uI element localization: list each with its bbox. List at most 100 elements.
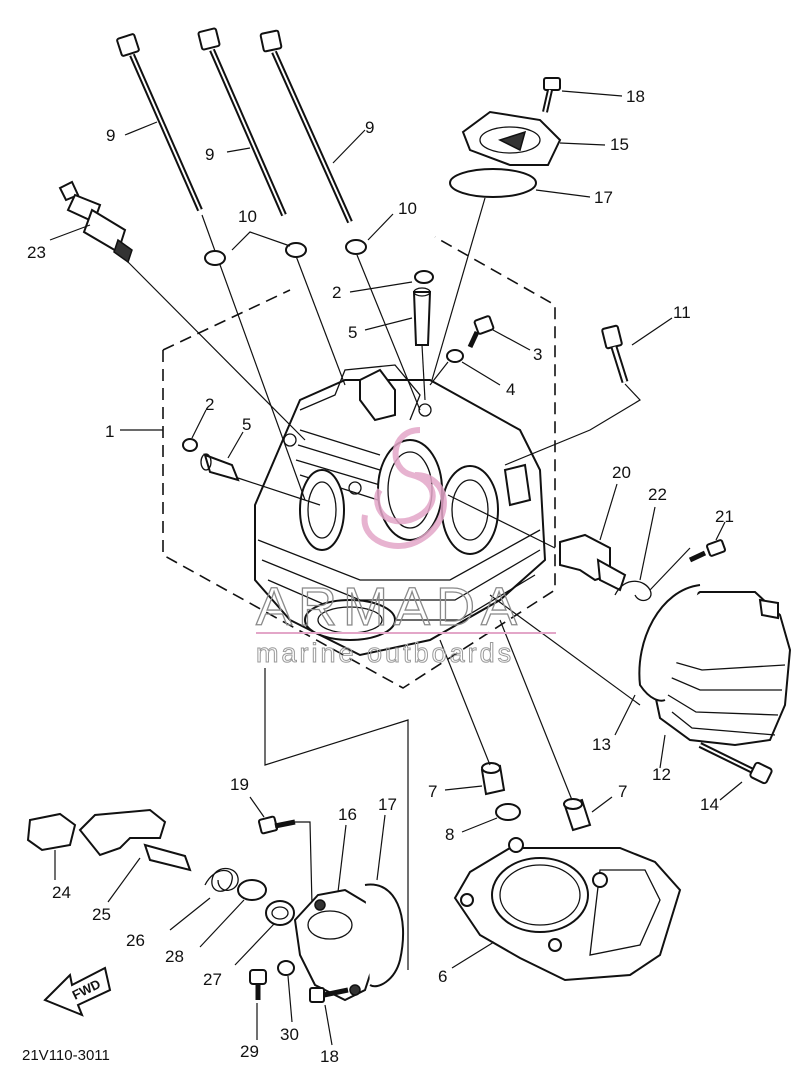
leader-2a [349, 281, 413, 293]
callout-10a: 10 [238, 207, 257, 226]
callout-5b: 5 [242, 415, 251, 434]
callout-18-top: 18 [626, 87, 645, 106]
watermark-logo-icon [361, 427, 447, 549]
callout-17-top: 17 [594, 188, 613, 207]
callout-4: 4 [506, 380, 515, 399]
callout-18-lower: 18 [320, 1047, 339, 1066]
leader-17-top [535, 189, 591, 198]
callout-21: 21 [715, 507, 734, 526]
guide-to-head-a [421, 344, 426, 401]
cover-to-head [431, 197, 486, 381]
callout-30: 30 [280, 1025, 299, 1044]
cylinder-head [254, 364, 547, 657]
washer-28 [237, 879, 267, 901]
leader-17-lower [376, 814, 386, 881]
bolt-11 [504, 317, 673, 466]
tensioner-group-outline [264, 668, 409, 970]
washer-8 [495, 803, 521, 821]
callout-19: 19 [230, 775, 249, 794]
washer-10b [285, 242, 307, 258]
oil-seal-2b [182, 438, 198, 452]
dowel-pin-7a [439, 639, 506, 796]
leader-9a [124, 121, 158, 136]
bolt-14 [698, 742, 773, 801]
callout-5a: 5 [348, 323, 357, 342]
leader-5b [227, 431, 244, 459]
bolt-18-lower [309, 987, 349, 1046]
spring-22 [614, 506, 691, 602]
bolt-18-top [542, 77, 623, 113]
callout-1: 1 [105, 422, 114, 441]
drawing-code: 21V110-3011 [22, 1047, 110, 1064]
callout-6: 6 [438, 967, 447, 986]
callout-15: 15 [610, 135, 629, 154]
leader-10a [231, 231, 291, 251]
tappet-cover-15 [461, 110, 606, 166]
callout-17-lower: 17 [378, 795, 397, 814]
spring-26 [169, 867, 239, 931]
callout-7b: 7 [618, 782, 627, 801]
plug-4 [429, 349, 501, 386]
spark-plug [49, 180, 306, 441]
callout-9c: 9 [365, 118, 374, 137]
leader-8 [461, 817, 498, 833]
callout-27: 27 [203, 970, 222, 989]
callout-9b: 9 [205, 145, 214, 164]
leader-9b [226, 147, 251, 153]
guide-to-head-b [237, 477, 321, 506]
bolt-19 [249, 796, 313, 906]
dowel-pin-7b [499, 619, 613, 832]
o-ring-13 [638, 584, 701, 702]
valve-guide-5b [203, 453, 240, 482]
leader-30 [287, 975, 293, 1023]
leader-5a [364, 317, 413, 331]
side-cover-12 [650, 591, 792, 769]
leader-27 [234, 923, 275, 966]
tensioner-lever-24 [78, 808, 192, 903]
bolt-3 [467, 315, 531, 351]
callout-13: 13 [592, 735, 611, 754]
callout-20: 20 [612, 463, 631, 482]
ring-to-head [489, 594, 641, 706]
callout-11: 11 [673, 303, 691, 322]
cylinder-head-gasket-6 [451, 837, 682, 982]
bolt-29 [249, 969, 267, 1040]
bracket-20 [447, 483, 627, 592]
head-bolt-2 [197, 27, 346, 386]
callout-24: 25 [92, 905, 111, 924]
o-ring-17-lower [364, 883, 405, 988]
leader-9c [332, 129, 366, 164]
valve-guide-5a [412, 291, 432, 346]
callout-25: 24 [52, 883, 71, 902]
callout-28: 28 [165, 947, 184, 966]
o-ring-17-top [449, 168, 537, 198]
leader-2b [191, 409, 207, 439]
bolt-21 [688, 521, 727, 563]
oil-seal-2a [414, 270, 434, 284]
callout-7a: 7 [428, 782, 437, 801]
head-bolt-3 [259, 29, 421, 411]
rubber-cap-25 [26, 812, 77, 880]
callout-14: 14 [700, 795, 719, 814]
washer-10c [345, 239, 367, 255]
tensioner-housing-16 [293, 824, 380, 1002]
callout-26: 26 [126, 931, 145, 950]
washer-30 [277, 960, 295, 976]
callout-23: 23 [27, 243, 46, 262]
fwd-arrow: FWD [43, 966, 112, 1017]
watermark-brand: ARMADA [256, 577, 523, 637]
callout-2a: 2 [332, 283, 341, 302]
assembly-dashed-outline-top [162, 289, 291, 351]
washer-10a [204, 250, 226, 266]
leader-10b [367, 213, 394, 241]
callout-16: 16 [338, 805, 357, 824]
callout-3: 3 [533, 345, 542, 364]
watermark: ARMADA marine outboards [255, 427, 556, 669]
leader-28 [199, 899, 245, 948]
callout-22: 22 [648, 485, 667, 504]
callout-29: 29 [240, 1042, 259, 1061]
leader-13 [614, 694, 636, 736]
callout-2b: 2 [205, 395, 214, 414]
